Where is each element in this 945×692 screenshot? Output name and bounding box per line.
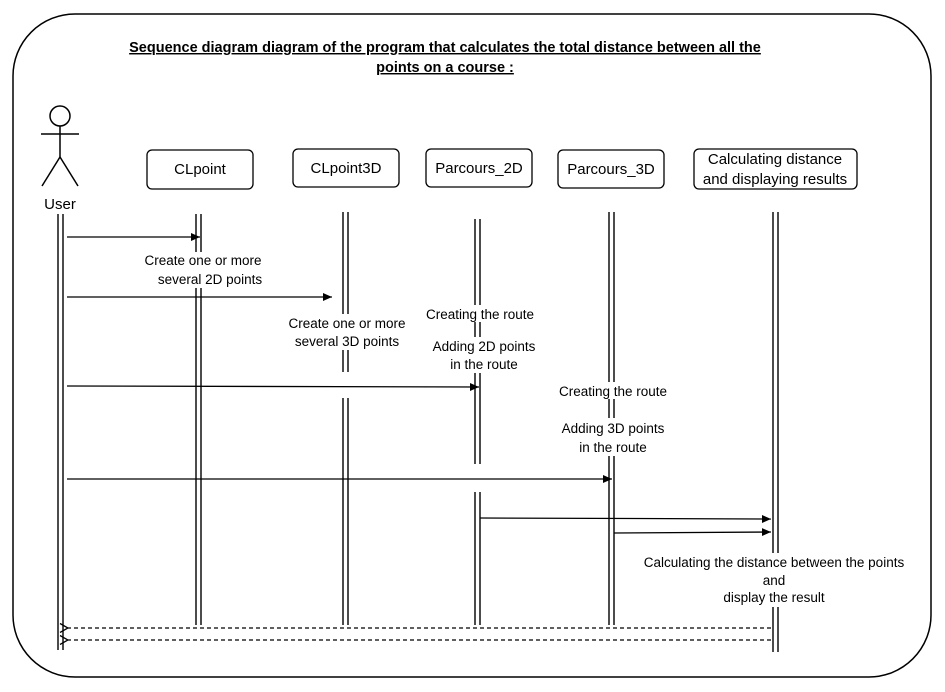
message-label-calc-line-1: Calculating the distance between the poi… [644,555,905,570]
message-label-calc-line-3: display the result [723,590,825,605]
participant-clpoint: CLpoint [146,149,254,190]
participant-parcours-3d: Parcours_3D [557,149,665,189]
message-label-create-3d-line-2: several 3D points [295,334,400,349]
message-label-route-3d-add-line-2: in the route [579,440,647,455]
message-label-route-2d-add-line-1: Adding 2D points [433,339,536,354]
actor-label: User [44,196,76,213]
actor-head-icon [49,105,71,127]
participant-label-line-2: and displaying results [703,171,847,188]
participant-clpoint3d: CLpoint3D [292,148,400,188]
message-arrow-3d-to-calc [613,528,772,537]
message-label-route-2d-add-line-2: in the route [450,357,518,372]
participant-label-line-1: Calculating distance [708,151,842,168]
participant-label: Parcours_2D [435,160,523,177]
participant-label: CLpoint [174,161,227,178]
message-label-calc-line-2: and [763,573,786,588]
message-label-create-2d-line-1: Create one or more [144,253,261,268]
message-arrow-2d-to-calc [479,514,772,523]
lifeline-user [57,214,64,650]
participant-label: CLpoint3D [311,160,382,177]
diagram-title-line-1: Sequence diagram diagram of the program … [129,40,761,56]
lifeline-clpoint3d [342,212,349,625]
message-label-create-2d-line-2: several 2D points [158,272,263,287]
message-label-route-3d-create: Creating the route [559,384,667,399]
message-label-create-3d-line-1: Create one or more [288,316,405,331]
message-arrow-route-2d [66,382,480,391]
participant-calculating-distance: Calculating distance and displaying resu… [693,148,858,190]
message-label-route-2d-create: Creating the route [426,307,534,322]
user-actor: User [41,105,79,213]
diagram-title-line-2: points on a course : [376,60,514,76]
message-label-route-3d-add-line-1: Adding 3D points [562,421,665,436]
participant-parcours-2d: Parcours_2D [425,148,533,188]
participant-label: Parcours_3D [567,161,655,178]
